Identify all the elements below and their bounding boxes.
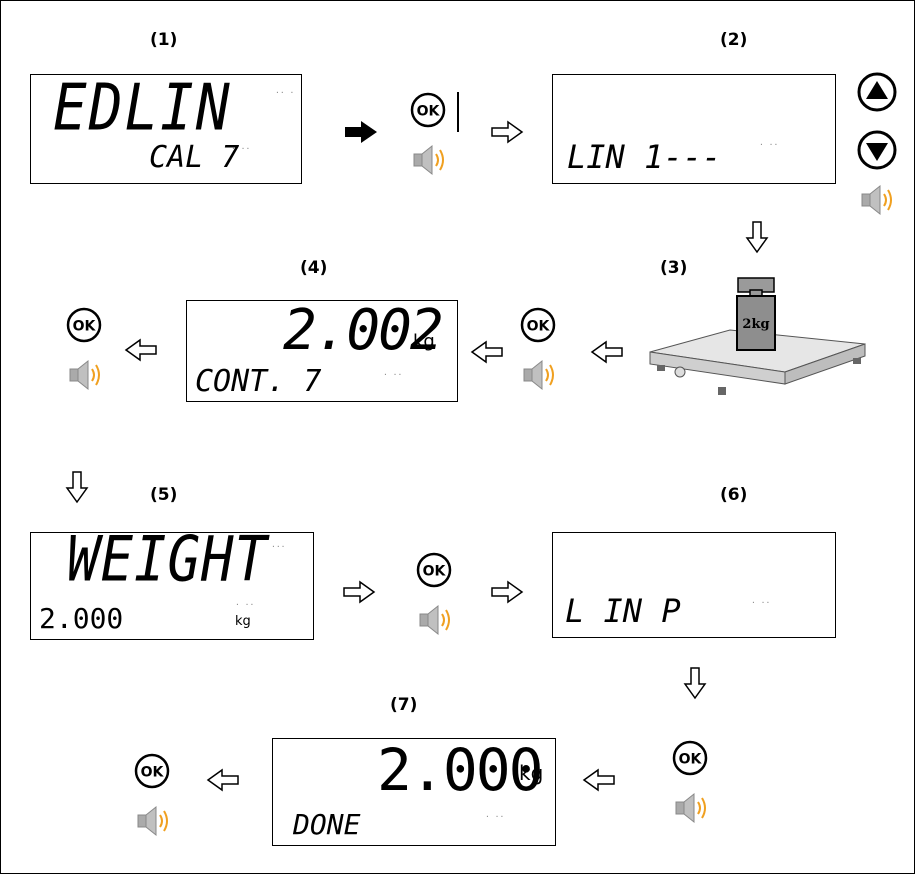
display-main-text: 2.000 xyxy=(377,741,542,799)
ok-button-icon[interactable]: OK xyxy=(672,740,708,776)
step-label-5: (5) xyxy=(150,485,177,505)
ok-group-6: OK xyxy=(672,740,712,832)
display-step-6: L IN P . .. xyxy=(552,532,836,638)
display-sub-text: CONT. 7 xyxy=(195,367,321,397)
ok-group-1: OK xyxy=(410,92,460,184)
display-unit: kg xyxy=(519,763,543,783)
hollow-left-arrow-icon xyxy=(124,338,158,362)
display-step-5: WEIGHT 2.000 kg ... . .. xyxy=(30,532,314,640)
display-unit: kg xyxy=(235,615,251,628)
display-sub-text: 2.000 xyxy=(39,605,123,633)
step-label-7: (7) xyxy=(390,695,417,715)
cursor-line xyxy=(457,92,459,132)
ok-group-3: OK xyxy=(66,307,106,399)
scale-with-weight-illustration: 2kg xyxy=(640,272,880,412)
hollow-left-arrow-icon xyxy=(470,340,504,364)
hollow-right-arrow-icon xyxy=(342,580,376,604)
ok-group-5: OK xyxy=(134,753,174,845)
hollow-down-arrow-icon xyxy=(683,666,707,700)
ok-button-icon[interactable]: OK xyxy=(416,552,452,588)
speaker-icon xyxy=(136,803,172,839)
hollow-left-arrow-icon xyxy=(582,768,616,792)
display-unit: kg xyxy=(413,333,435,351)
speaker-icon xyxy=(860,182,896,218)
ok-button-icon[interactable]: OK xyxy=(66,307,102,343)
speaker-icon xyxy=(522,357,558,393)
ok-button-icon[interactable]: OK xyxy=(520,307,556,343)
display-main-text: WEIGHT xyxy=(67,532,268,591)
display-sub-text: LIN 1--- xyxy=(567,141,721,173)
ok-group-2: OK xyxy=(520,307,560,399)
speaker-icon xyxy=(68,357,104,393)
step-label-1: (1) xyxy=(150,30,177,50)
hollow-down-arrow-icon xyxy=(65,470,89,504)
ok-label: OK xyxy=(423,564,447,580)
hollow-right-arrow-icon xyxy=(490,120,524,144)
weight-label: 2kg xyxy=(742,317,769,332)
display-step-1: EDLIN CAL 7 .. . . .. xyxy=(30,74,302,184)
ok-label: OK xyxy=(527,319,551,335)
step-label-2: (2) xyxy=(720,30,747,50)
ok-button-icon[interactable]: OK xyxy=(134,753,170,789)
solid-right-arrow-icon xyxy=(343,120,379,144)
down-arrow-button-icon[interactable] xyxy=(857,130,897,170)
ok-label: OK xyxy=(141,765,165,781)
display-main-text: EDLIN xyxy=(53,77,232,141)
display-step-7: 2.000 kg DONE . .. xyxy=(272,738,556,846)
ok-button-icon[interactable]: OK xyxy=(410,92,446,128)
ok-label: OK xyxy=(417,104,441,120)
hollow-right-arrow-icon xyxy=(490,580,524,604)
display-sub-text: CAL 7 xyxy=(149,143,239,173)
display-sub-text: L IN P xyxy=(565,595,681,627)
speaker-icon xyxy=(674,790,710,826)
display-step-4: 2.002 kg CONT. 7 . .. xyxy=(186,300,458,402)
ok-group-4: OK xyxy=(416,552,456,644)
hollow-down-arrow-icon xyxy=(745,220,769,254)
step-label-4: (4) xyxy=(300,258,327,278)
display-sub-text: DONE xyxy=(293,811,360,839)
display-step-2: LIN 1--- . .. xyxy=(552,74,836,184)
step-label-6: (6) xyxy=(720,485,747,505)
ok-label: OK xyxy=(73,319,97,335)
hollow-left-arrow-icon xyxy=(206,768,240,792)
hollow-left-arrow-icon xyxy=(590,340,624,364)
up-arrow-button-icon[interactable] xyxy=(857,72,897,112)
speaker-icon xyxy=(412,142,448,178)
speaker-icon xyxy=(418,602,454,638)
ok-label: OK xyxy=(679,752,703,768)
